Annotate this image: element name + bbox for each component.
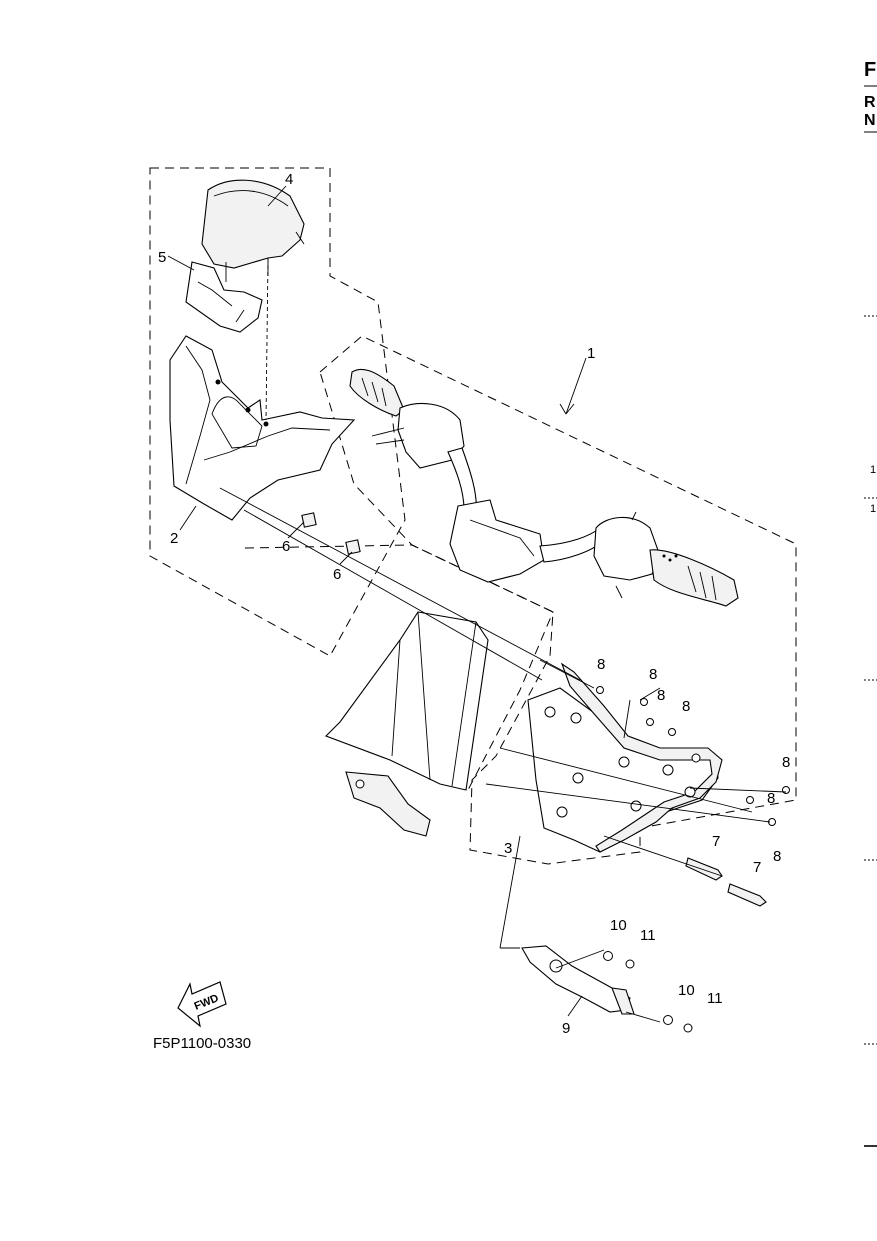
front-cover-part (169, 335, 356, 521)
edge-number-a: 1 (870, 464, 876, 476)
top-cover-part (201, 179, 305, 282)
edge-letter-r: R (864, 94, 876, 111)
callout-7-upper: 7 (712, 833, 720, 850)
callouts: 4 5 1 2 6 6 8 8 8 8 8 8 8 3 7 7 10 11 10… (158, 171, 790, 1037)
fwd-arrow-icon: FWD (177, 981, 227, 1028)
callout-8-c: 8 (657, 687, 665, 704)
clip-parts (301, 512, 361, 555)
callout-4: 4 (285, 171, 293, 188)
callout-6-upper: 6 (282, 538, 290, 555)
callout-11-lower: 11 (707, 990, 723, 1007)
callout-1: 1 (587, 345, 595, 362)
bracket-part (185, 261, 263, 333)
callout-8-b: 8 (649, 666, 657, 683)
lower-bracket-part (521, 945, 635, 1015)
bolt-parts (685, 857, 767, 907)
callout-3: 3 (504, 840, 512, 857)
callout-8-g: 8 (773, 848, 781, 865)
callout-11-upper: 11 (640, 927, 656, 944)
callout-8-e: 8 (782, 754, 790, 771)
callout-6-lower: 6 (333, 566, 341, 583)
handlebar-group-outline (319, 335, 797, 865)
figure-code: F5P1100-0330 (153, 1035, 251, 1052)
leader-lines (167, 185, 787, 1023)
callout-10-lower: 10 (678, 982, 695, 999)
edge-letter-n: N (864, 112, 876, 129)
nut-and-screw-parts (603, 951, 693, 1033)
callout-7-lower: 7 (753, 859, 761, 876)
inner-panel-part (527, 662, 723, 853)
stem-cover (325, 611, 489, 837)
callout-2: 2 (170, 530, 178, 547)
callout-8-a: 8 (597, 656, 605, 673)
callout-10-upper: 10 (610, 917, 627, 934)
callout-8-f: 8 (767, 790, 775, 807)
edge-letter-f: F (864, 59, 876, 81)
edge-number-b: 1 (870, 503, 876, 515)
screw-parts (596, 686, 790, 826)
page-edge-marks: F R N 1 1 (864, 59, 877, 1147)
callout-8-d: 8 (682, 698, 690, 715)
callout-5: 5 (158, 249, 166, 266)
handlebar-part (349, 368, 739, 607)
callout-9: 9 (562, 1020, 570, 1037)
